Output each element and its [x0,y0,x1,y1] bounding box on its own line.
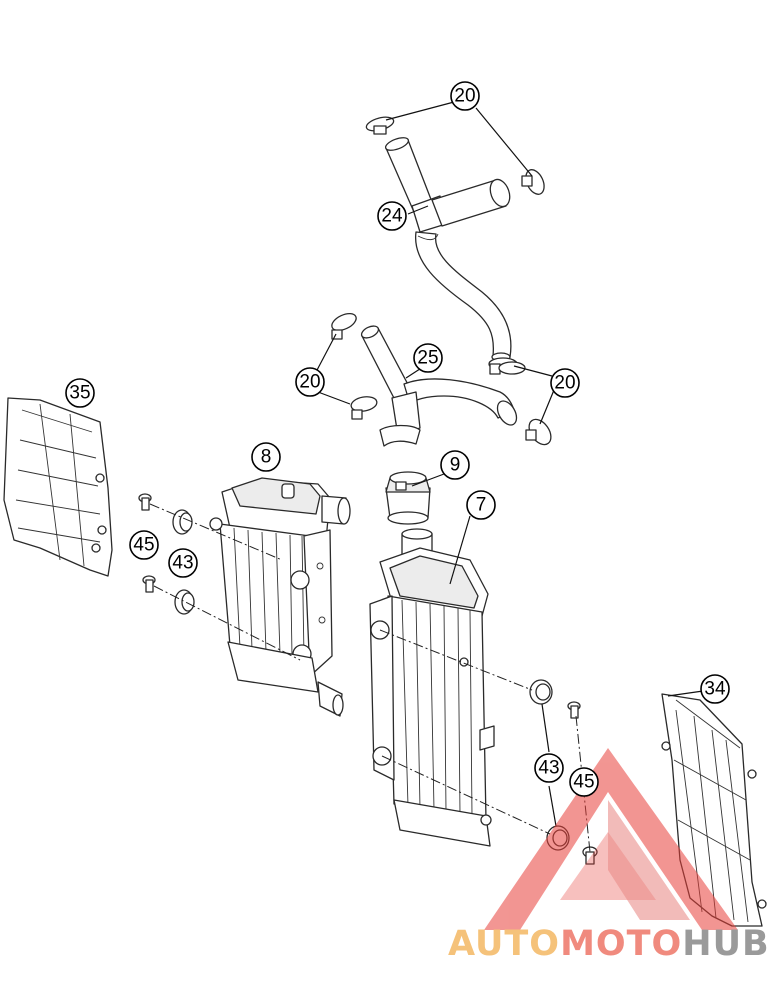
callout-25: 25 [413,343,443,373]
svg-text:20: 20 [454,86,475,107]
radiator-right [369,528,495,847]
lower-hose-assembly [331,312,552,447]
svg-text:8: 8 [261,447,272,468]
callout-34: 34 [700,674,730,704]
hose-clamp [331,312,357,340]
callout-43-right: 43 [534,753,564,783]
svg-text:45: 45 [133,535,154,556]
callout-43-left: 43 [168,548,198,578]
upper-hose-assembly [365,116,545,375]
callout-9: 9 [440,450,470,480]
leader-lines [315,101,711,827]
bolt-45-upper [138,493,152,511]
svg-text:45: 45 [573,772,594,793]
callout-35: 35 [65,378,95,408]
grommet-43-lower [174,589,195,615]
hose-clamp [521,169,545,195]
svg-text:35: 35 [69,383,90,404]
svg-text:AUTOMOTOHUB: AUTOMOTOHUB [448,924,770,964]
hose-clamp [365,116,395,135]
svg-text:20: 20 [299,372,320,393]
hose-clamp [525,418,552,446]
grommet-43-right-upper [529,679,553,705]
callouts: 20 24 20 25 20 35 8 9 [65,81,730,797]
callout-20-left: 20 [295,367,325,397]
grommet-43-upper [172,509,193,535]
callout-7: 7 [466,490,496,520]
svg-text:7: 7 [476,495,487,516]
callout-20-top: 20 [450,81,480,111]
hose-clamp [350,396,378,420]
svg-text:24: 24 [381,206,403,227]
callout-20-right: 20 [550,368,580,398]
watermark-text: AUTOMOTOHUB [448,924,770,964]
watermark-moto: MOTO [560,924,682,964]
hose-clamp [498,361,526,375]
radiator-shroud-left [3,397,113,577]
radiator-cap [385,471,431,525]
assembly-guide-lines [149,503,591,853]
callout-8: 8 [251,442,281,472]
callout-45-left: 45 [129,530,159,560]
svg-text:43: 43 [538,758,559,779]
watermark-hub: HUB [682,924,769,964]
watermark-auto: AUTO [448,924,560,964]
callout-24: 24 [377,201,407,231]
bolt-45-right-upper [567,701,581,719]
watermark-triangle-icon [484,748,738,930]
svg-text:43: 43 [172,553,193,574]
svg-text:34: 34 [704,679,726,700]
callout-45-right: 45 [569,767,599,797]
small-fasteners [138,493,598,865]
radiator-left [209,477,351,717]
svg-text:20: 20 [554,373,575,394]
svg-text:25: 25 [417,348,438,369]
bolt-45-right-lower [582,846,598,865]
watermark-logo [484,748,738,930]
svg-text:9: 9 [450,455,461,476]
bolt-45-lower [142,575,156,593]
